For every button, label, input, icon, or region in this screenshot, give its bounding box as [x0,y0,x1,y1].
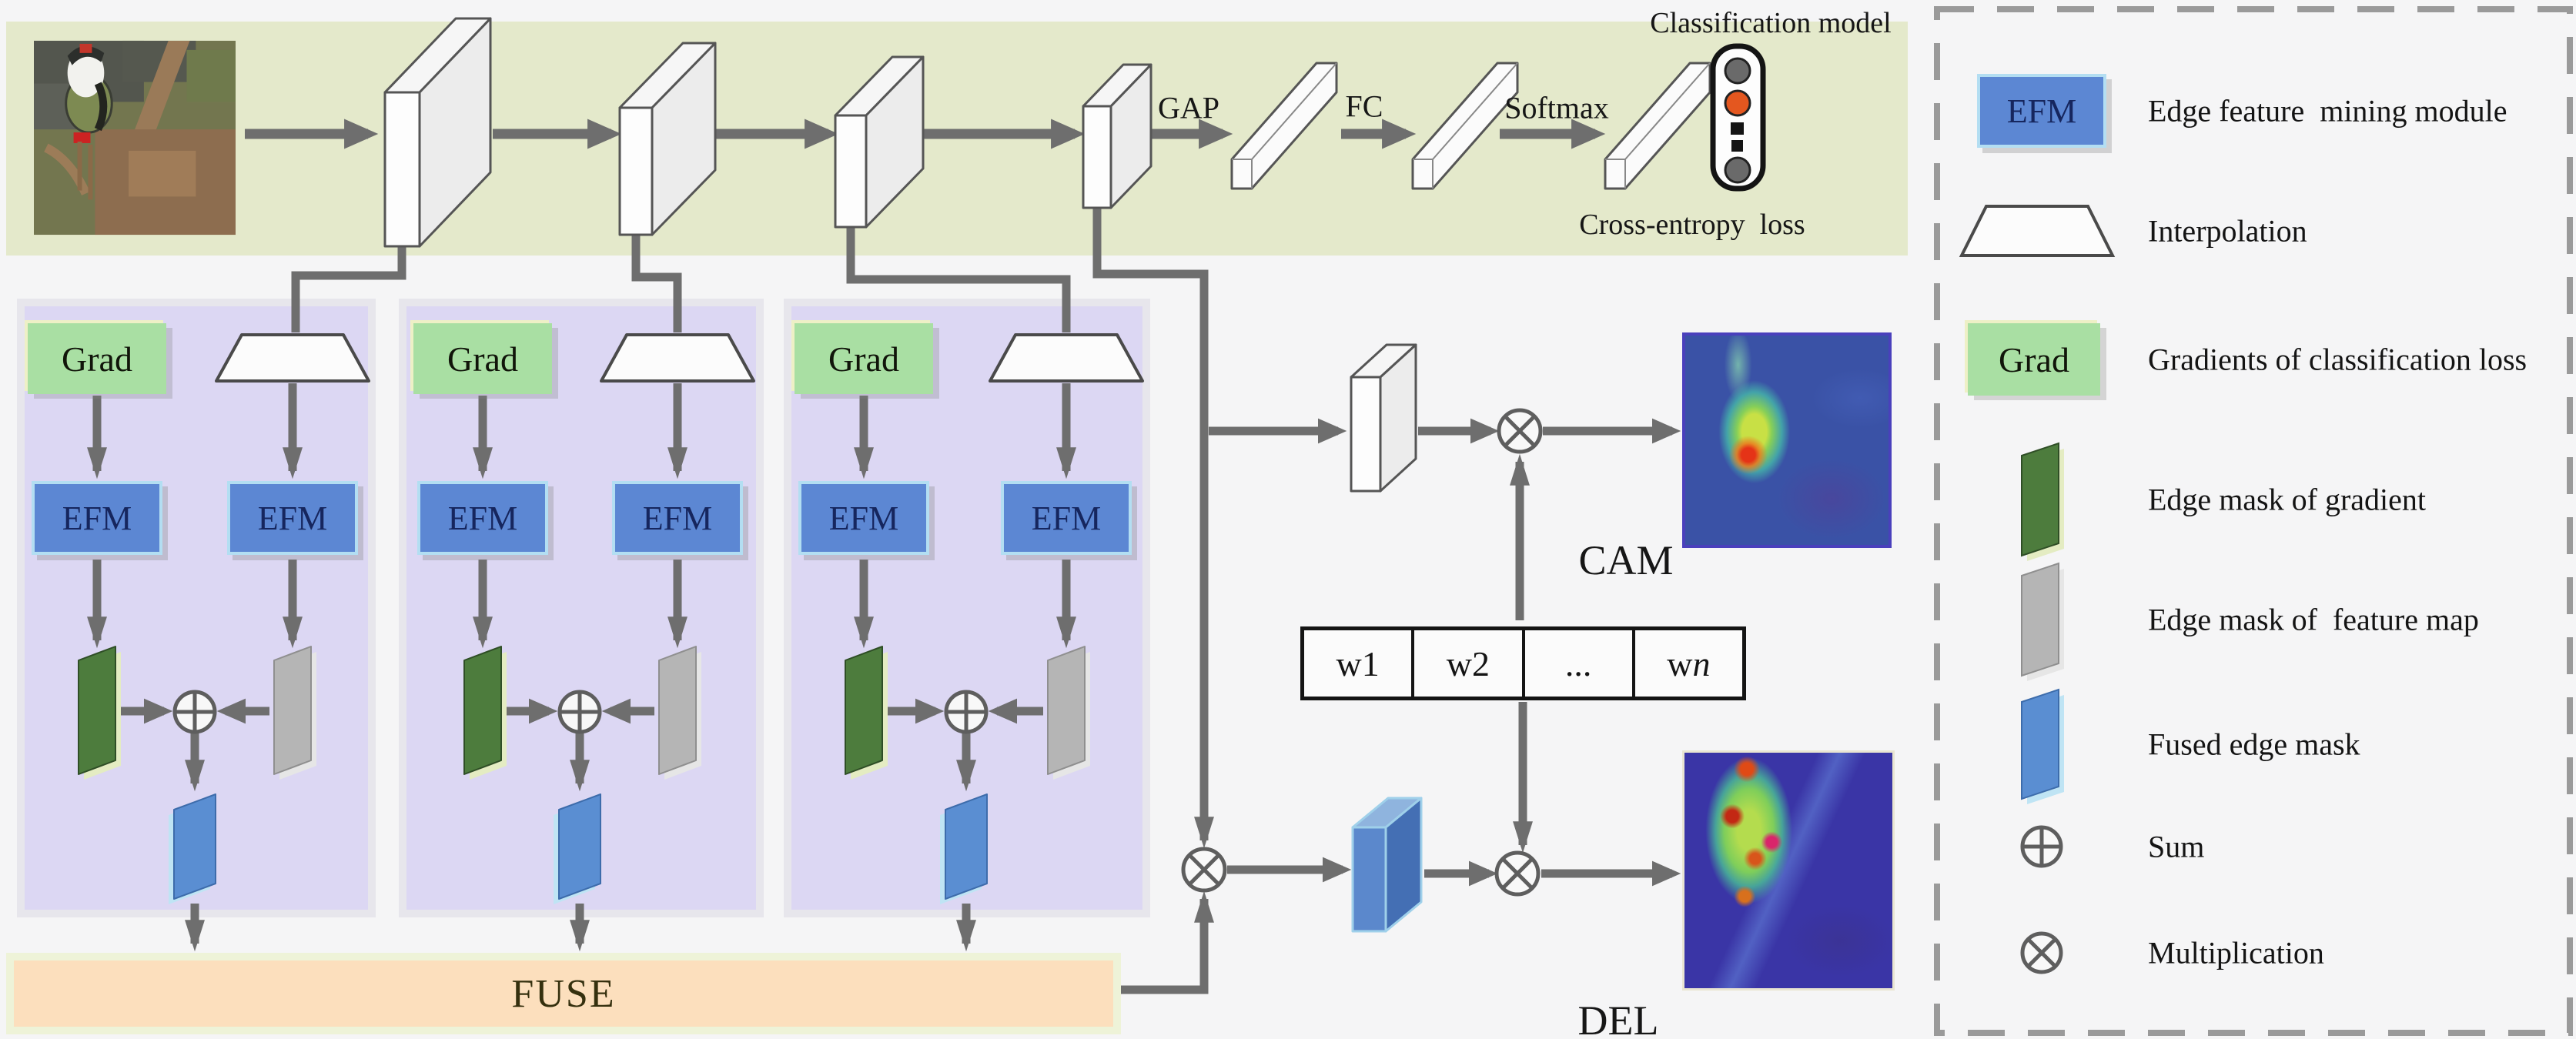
efm-box-2-feat: EFM [612,481,743,555]
fuse-label: FUSE [511,971,616,1016]
conv-plate-4 [1082,63,1153,209]
conv-plate-3 [834,55,925,229]
edge-masks [78,646,1090,904]
del-fused-plate [1351,797,1423,933]
legend-gray-mask-icon [2021,562,2064,681]
grad-label: Grad [828,339,899,379]
gradient-edge-masks [78,646,888,780]
grad-label: Grad [62,339,132,379]
efm-label: EFM [62,499,132,537]
backbone-connectors [291,208,1214,994]
legend-label-multiplication: Multiplication [2148,935,2324,971]
efm-label: EFM [447,499,518,537]
gap-label: GAP [1157,90,1220,125]
del-label: DEL [1577,997,1659,1039]
legend-label-interpolation: Interpolation [2148,213,2307,249]
weight-cell-w2: w2 [1411,630,1521,697]
legend-efm-label: EFM [2006,92,2077,130]
legend-blue-mask-icon [2021,688,2064,804]
panel-arrows [87,383,1076,952]
weight-cell-ellipsis: ... [1521,630,1632,697]
legend-label-efm: Edge feature mining module [2148,93,2507,129]
vector-bars [1230,62,1711,190]
legend-efm-icon: EFM [1977,74,2106,148]
cam-feature-plate [1350,343,1417,493]
feature-edge-masks [273,646,1090,780]
fc-label: FC [1345,89,1383,124]
efm-label: EFM [642,499,713,537]
conv-plate-2 [618,42,717,236]
legend-label-sum: Sum [2148,829,2205,864]
sum-icons [172,690,989,734]
efm-box-2-grad: EFM [417,481,548,555]
grad-box-1: Grad [28,323,166,394]
interpolation-trapezoids [215,333,1144,383]
legend-label-gray-mask: Edge mask of feature map [2148,602,2479,637]
legend-label-green-mask: Edge mask of gradient [2148,482,2426,517]
del-heatmap [1682,750,1895,991]
efm-box-3-feat: EFM [1001,481,1132,555]
efm-label: EFM [257,499,328,537]
efm-box-1-grad: EFM [32,481,162,555]
legend-sum-icon [2020,825,2063,868]
efm-label: EFM [1031,499,1102,537]
grad-box-3: Grad [795,323,933,394]
classification-model-label: Classification model [1650,7,1892,39]
efm-label: EFM [828,499,899,537]
legend-grad-icon: Grad [1968,323,2100,396]
conv-plate-1 [383,17,492,248]
grad-box-2: Grad [413,323,552,394]
bird-input-image [34,40,236,236]
legend-border [1934,6,2573,1036]
legend-trapezoid-icon [1959,205,2116,257]
cam-label: CAM [1578,537,1674,583]
efm-box-3-grad: EFM [798,481,929,555]
legend-green-mask-icon [2021,442,2064,561]
grad-label: Grad [447,339,518,379]
legend-label-gradients: Gradients of classification loss [2148,342,2527,377]
legend-label-blue-mask: Fused edge mask [2148,727,2360,762]
softmax-label: Softmax [1504,90,1609,125]
classification-model-icon [1710,43,1766,192]
cross-entropy-label: Cross-entropy loss [1579,209,1805,241]
cam-heatmap [1682,332,1892,548]
legend-multiply-icon [2020,931,2063,974]
legend-grad-label: Grad [1999,339,2069,379]
cam-del-arrows [1209,418,1681,887]
fuse-bar: FUSE [6,953,1121,1034]
multiply-icons [1181,408,1543,897]
efm-box-1-feat: EFM [227,481,358,555]
fused-edge-masks [169,793,988,904]
weight-cell-w1: w1 [1336,643,1380,683]
